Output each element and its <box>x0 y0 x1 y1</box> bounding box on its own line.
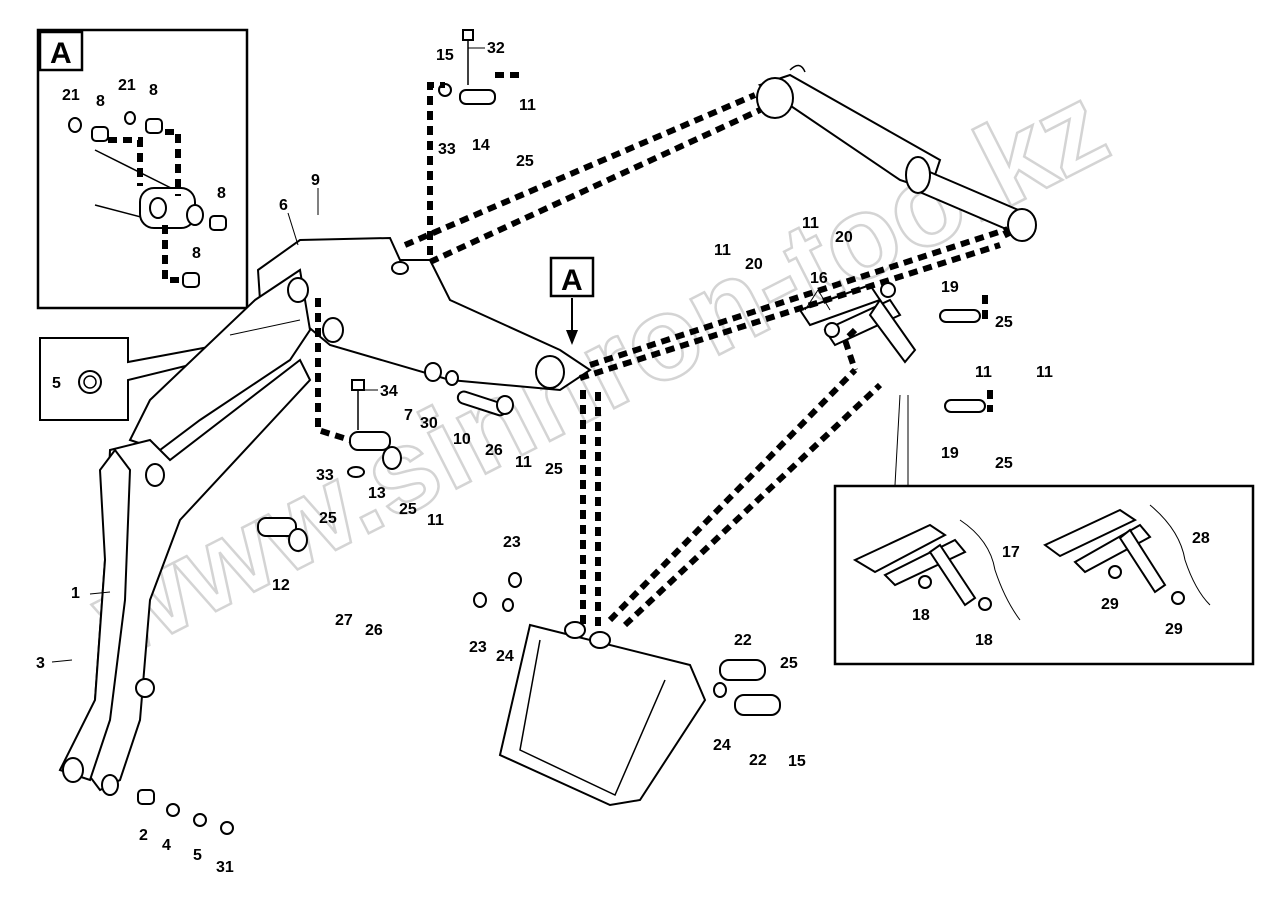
label-25f: 25 <box>995 455 1013 472</box>
label-5b: 5 <box>193 847 202 864</box>
label-19a: 19 <box>941 279 959 296</box>
label-25g: 25 <box>780 655 798 672</box>
label-29a: 29 <box>1101 596 1119 613</box>
label-8d: 8 <box>192 245 201 262</box>
label-1: 1 <box>71 585 80 602</box>
label-31: 31 <box>216 859 234 876</box>
label-25a: 25 <box>516 153 534 170</box>
callout-a-letter: A <box>561 264 583 297</box>
label-16: 16 <box>810 270 828 287</box>
pins <box>137 29 986 835</box>
label-8b: 8 <box>149 82 158 99</box>
label-30: 30 <box>420 415 438 432</box>
label-10: 10 <box>453 431 471 448</box>
detail-box-linkages <box>833 484 1255 666</box>
label-4: 4 <box>162 837 171 854</box>
label-13: 13 <box>368 485 386 502</box>
boom-assembly <box>58 236 592 796</box>
label-27: 27 <box>335 612 353 629</box>
label-11a: 11 <box>519 97 536 114</box>
label-11e: 11 <box>802 215 819 232</box>
label-23b: 23 <box>469 639 487 656</box>
detail-box-a: A <box>36 28 249 310</box>
label-26b: 26 <box>365 622 383 639</box>
label-20a: 20 <box>745 256 763 273</box>
label-15a: 15 <box>436 47 454 64</box>
label-24b: 24 <box>713 737 731 754</box>
label-19b: 19 <box>941 445 959 462</box>
label-14: 14 <box>472 137 490 154</box>
label-15b: 15 <box>788 753 806 770</box>
label-11d: 11 <box>714 242 731 259</box>
label-25c: 25 <box>399 501 417 518</box>
label-29b: 29 <box>1165 621 1183 638</box>
label-22b: 22 <box>749 752 767 769</box>
label-6: 6 <box>279 197 288 214</box>
detail-box-title: A <box>50 37 72 70</box>
label-23a: 23 <box>503 534 521 551</box>
label-8a: 8 <box>96 93 105 110</box>
label-33a: 33 <box>438 141 456 158</box>
label-25d: 25 <box>319 510 337 527</box>
label-34: 34 <box>380 383 398 400</box>
label-28: 28 <box>1192 530 1210 547</box>
label-18a: 18 <box>912 607 930 624</box>
label-25b: 25 <box>545 461 563 478</box>
label-26a: 26 <box>485 442 503 459</box>
label-5a: 5 <box>52 375 61 392</box>
assembly-lines <box>315 72 1013 630</box>
label-7: 7 <box>404 407 413 424</box>
label-33b: 33 <box>316 467 334 484</box>
linkage <box>798 282 917 364</box>
label-21a: 21 <box>62 87 80 104</box>
label-11b: 11 <box>515 454 532 471</box>
label-32: 32 <box>487 40 505 57</box>
label-3: 3 <box>36 655 45 672</box>
label-25e: 25 <box>995 314 1013 331</box>
label-20b: 20 <box>835 229 853 246</box>
label-11c: 11 <box>427 512 444 529</box>
label-8c: 8 <box>217 185 226 202</box>
label-12: 12 <box>272 577 290 594</box>
bucket <box>498 621 707 807</box>
label-11g: 11 <box>1036 364 1053 381</box>
part-labels: 1 2 3 4 5 5 6 7 8 8 8 8 9 10 11 11 11 11… <box>36 40 1210 876</box>
hydraulic-cylinder <box>756 64 1037 242</box>
label-18b: 18 <box>975 632 993 649</box>
label-2: 2 <box>139 827 148 844</box>
label-24a: 24 <box>496 648 514 665</box>
callout-a: A <box>549 256 595 345</box>
label-21b: 21 <box>118 77 136 94</box>
label-11f: 11 <box>975 364 992 381</box>
label-9: 9 <box>311 172 320 189</box>
label-17: 17 <box>1002 544 1020 561</box>
leader-lines <box>51 47 909 663</box>
label-22a: 22 <box>734 632 752 649</box>
